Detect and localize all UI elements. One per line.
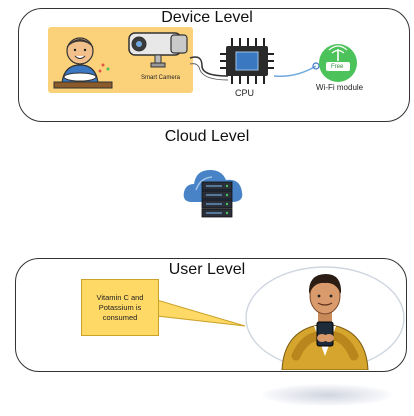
camera-icon — [125, 27, 191, 74]
cloud-level-title: Cloud Level — [164, 128, 250, 145]
callout-text: Vitamin C and Potassium is consumed — [96, 292, 144, 322]
callout-box: Vitamin C and Potassium is consumed — [81, 279, 159, 336]
cpu-label: CPU — [235, 88, 255, 98]
callout-pointer — [155, 296, 247, 335]
user-person-illustration — [244, 266, 406, 375]
camera-label: Smart Camera — [141, 75, 181, 81]
device-level-title: Device Level — [161, 9, 253, 26]
wifi-label: Wi-Fi module — [316, 83, 364, 92]
wifi-module-icon — [318, 43, 358, 88]
cpu-wifi-cable — [272, 56, 320, 85]
user-level-title: User Level — [168, 261, 246, 278]
camera-cpu-cable — [188, 52, 232, 87]
cpu-chip-icon — [220, 36, 274, 91]
drop-shadow — [262, 384, 392, 406]
wifi-badge-label: Free — [331, 64, 344, 70]
cloud-server-icon — [182, 160, 246, 225]
